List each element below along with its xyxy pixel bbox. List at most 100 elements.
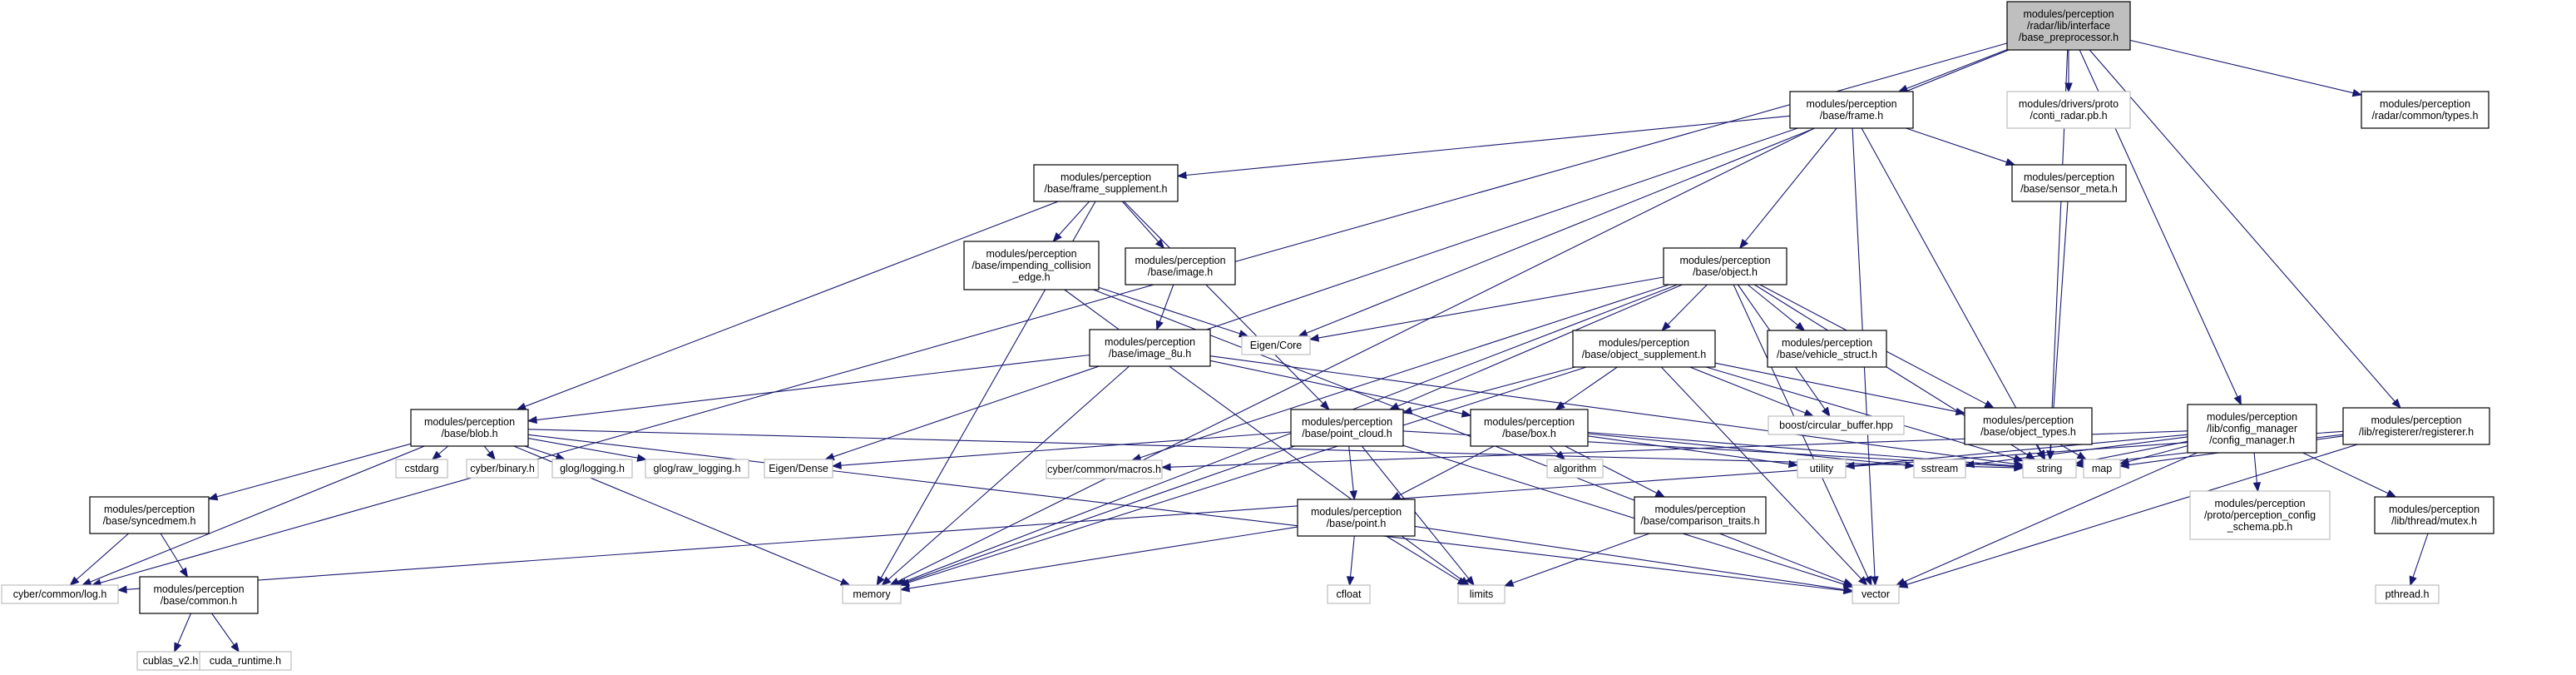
- node-box: [2375, 584, 2440, 604]
- node-label-line: modules/perception: [1983, 414, 2074, 426]
- edge-line: [1098, 286, 1240, 335]
- node-box: [199, 651, 292, 671]
- edge-obj_supp-to-objtypes: [1714, 362, 1966, 416]
- edge-arrowhead: [881, 576, 892, 586]
- node-impending[interactable]: modules/perception/base/impending_collis…: [963, 241, 1100, 290]
- node-box: [2006, 1, 2131, 51]
- node-point[interactable]: modules/perception/base/point.h: [1297, 499, 1416, 537]
- node-label-line: /base/point.h: [1327, 518, 1387, 529]
- edge-line: [833, 127, 1798, 458]
- edge-arrowhead: [1955, 407, 1966, 416]
- node-box[interactable]: modules/perception/base/box.h: [1470, 409, 1589, 447]
- node-frame_supp[interactable]: modules/perception/base/frame_supplement…: [1033, 164, 1179, 202]
- node-cyberbinary: cyber/binary.h: [466, 459, 539, 479]
- edge-obj_supp-to-circbuf: [1689, 366, 1815, 417]
- edge-arrowhead: [1654, 489, 1666, 498]
- node-blob[interactable]: modules/perception/base/blob.h: [410, 409, 529, 447]
- node-radartypes[interactable]: modules/perception/radar/common/types.h: [2361, 91, 2489, 129]
- node-label-line: /base/frame.h: [1820, 110, 1883, 122]
- node-objtypes[interactable]: modules/perception/base/object_types.h: [1964, 407, 2093, 445]
- node-label-line: Eigen/Dense: [769, 463, 828, 474]
- node-common[interactable]: modules/perception/base/common.h: [139, 576, 259, 614]
- node-comptraits[interactable]: modules/perception/base/comparison_trait…: [1634, 496, 1767, 534]
- edge-arrowhead: [1984, 400, 1995, 409]
- node-label-line: /base/frame_supplement.h: [1044, 183, 1167, 195]
- edge-arrowhead: [1155, 320, 1164, 331]
- edge-line: [1705, 366, 2015, 459]
- edge-syncedmem-to-common: [160, 533, 189, 578]
- edge-arrowhead: [876, 575, 885, 587]
- edge-line: [527, 438, 638, 459]
- edge-line: [1565, 445, 1658, 494]
- edge-arrowhead: [1787, 459, 1799, 469]
- node-frame[interactable]: modules/perception/base/frame.h: [1789, 91, 1914, 129]
- node-label-line: cyber/common/log.h: [13, 588, 107, 600]
- edge-line: [1549, 445, 1560, 454]
- edge-registerer-to-vector: [1897, 444, 2358, 588]
- edge-blob-to-cyberbinary: [483, 445, 496, 461]
- edge-syncedmem-to-cyberlog: [69, 533, 129, 586]
- edge-line: [1853, 434, 2188, 466]
- edge-line: [1349, 535, 1355, 578]
- node-syncedmem[interactable]: modules/perception/base/syncedmem.h: [89, 496, 210, 534]
- node-image[interactable]: modules/perception/base/image.h: [1125, 247, 1236, 285]
- edge-arrowhead: [1555, 401, 1565, 410]
- node-label-line: modules/perception: [1302, 416, 1392, 428]
- node-label-line: /conti_radar.pb.h: [2030, 110, 2107, 122]
- node-sensor_meta[interactable]: modules/perception/base/sensor_meta.h: [2011, 164, 2127, 202]
- node-label-line: modules/perception: [153, 583, 244, 595]
- edge-line: [1398, 445, 1495, 496]
- node-box: [1964, 407, 2093, 445]
- node-label-line: cyber/binary.h: [470, 463, 535, 474]
- edge-object-to-obj_supp: [1661, 284, 1708, 331]
- edge-arrowhead: [1155, 239, 1165, 250]
- edge-line: [1906, 127, 2007, 163]
- edge-configmgr-to-protocfg: [2252, 452, 2262, 493]
- edge-line: [2129, 39, 2354, 94]
- edge-arrowhead: [1738, 238, 1749, 250]
- node-label-line: vector: [1862, 588, 1890, 600]
- edge-image8u-to-blob: [527, 354, 1090, 424]
- edge-arrowhead: [899, 584, 911, 593]
- edge-line: [1411, 366, 1575, 412]
- node-label-line: string: [2037, 463, 2063, 474]
- edge-arrowhead: [1821, 406, 1831, 418]
- edge-box-to-sstream: [1587, 433, 1916, 469]
- node-image8u[interactable]: modules/perception/base/image_8u.h: [1089, 329, 1211, 367]
- node-box: [764, 459, 833, 479]
- edge-arrowhead: [1503, 578, 1515, 587]
- node-root[interactable]: modules/perception/radar/lib/interface/b…: [2006, 1, 2131, 51]
- edge-arrowhead: [486, 449, 496, 461]
- node-configmgr[interactable]: modules/perception/lib/config_manager/co…: [2187, 404, 2317, 454]
- node-box: [2374, 496, 2494, 534]
- edge-arrowhead: [1298, 329, 1308, 337]
- edge-line: [908, 366, 1587, 583]
- node-label-line: /base/comparison_traits.h: [1640, 515, 1759, 527]
- node-gloglogging: glog/logging.h: [551, 459, 633, 479]
- edge-line: [1123, 201, 1324, 405]
- edge-arrowhead: [69, 576, 80, 586]
- edge-line: [1414, 525, 1845, 590]
- edge-point-to-memory: [899, 526, 1298, 593]
- node-registerer[interactable]: modules/perception/lib/registerer/regist…: [2342, 407, 2490, 445]
- edge-line: [908, 526, 1298, 589]
- node-label-line: _edge.h: [1011, 271, 1050, 283]
- node-eigendense: Eigen/Dense: [764, 459, 833, 479]
- edge-obj_supp-to-pointcloud: [1402, 366, 1575, 414]
- node-object[interactable]: modules/perception/base/object.h: [1663, 247, 1787, 285]
- node-vehicle[interactable]: modules/perception/base/vehicle_struct.h: [1767, 330, 1887, 368]
- edge-arrowhead: [1795, 321, 1806, 331]
- node-label-line: modules/perception: [1061, 171, 1151, 183]
- node-mutex[interactable]: modules/perception/lib/thread/mutex.h: [2374, 496, 2494, 534]
- edge-line: [126, 430, 2344, 590]
- edge-blob-to-syncedmem: [207, 443, 412, 501]
- node-label-line: modules/perception: [1105, 336, 1195, 348]
- edge-line: [1159, 284, 1174, 322]
- edge-line: [536, 354, 1090, 421]
- node-pointcloud[interactable]: modules/perception/base/point_cloud.h: [1290, 409, 1404, 447]
- node-box: [1290, 409, 1404, 447]
- node-obj_supp[interactable]: modules/perception/base/object_supplemen…: [1572, 330, 1716, 368]
- edge-comptraits-to-limits: [1503, 533, 1650, 587]
- edge-line: [2084, 440, 2188, 463]
- node-cyberlog: cyber/common/log.h: [1, 584, 119, 604]
